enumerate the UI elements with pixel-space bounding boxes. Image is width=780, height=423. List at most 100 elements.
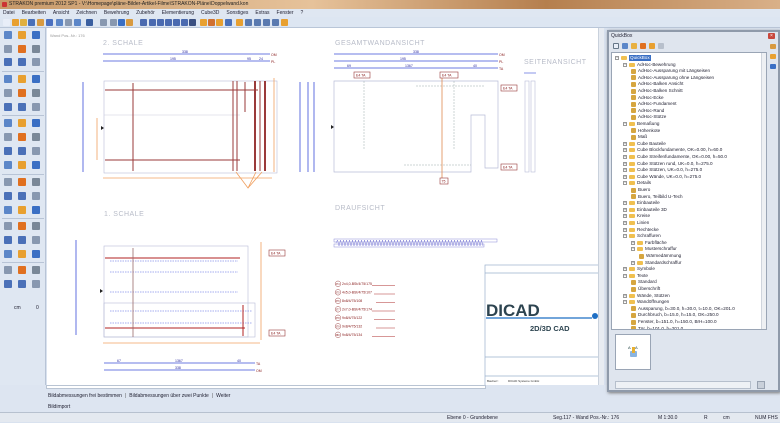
select-cross-icon[interactable] bbox=[281, 19, 288, 26]
paste-icon[interactable] bbox=[126, 19, 133, 26]
menu-item[interactable]: ? bbox=[300, 10, 304, 16]
zoom-previous-icon[interactable] bbox=[165, 19, 172, 26]
tree-item[interactable]: AdHoc-Rand bbox=[631, 108, 664, 114]
snap-point-icon[interactable] bbox=[208, 19, 215, 26]
surface-icon[interactable] bbox=[18, 192, 26, 200]
collapse-icon[interactable]: − bbox=[631, 247, 635, 252]
ruler-icon[interactable] bbox=[32, 280, 40, 288]
plot-icon[interactable] bbox=[32, 222, 40, 230]
door-icon[interactable] bbox=[32, 119, 40, 127]
print-icon[interactable] bbox=[65, 19, 72, 26]
save-icon[interactable] bbox=[28, 19, 35, 26]
menu-item[interactable]: Elementierung bbox=[161, 10, 195, 16]
save-as-icon[interactable] bbox=[37, 19, 44, 26]
open-folder-icon[interactable] bbox=[20, 19, 27, 26]
collapse-icon[interactable]: − bbox=[623, 181, 627, 186]
fill-icon[interactable] bbox=[32, 103, 40, 111]
line-icon[interactable] bbox=[32, 75, 40, 83]
tree-item[interactable]: −QuickBox bbox=[615, 55, 651, 61]
tree-item[interactable]: AdHoc-Stütze bbox=[631, 114, 666, 120]
folder-up-icon[interactable] bbox=[649, 43, 655, 49]
command-input[interactable] bbox=[46, 385, 486, 389]
height-dimension-icon[interactable] bbox=[18, 89, 26, 97]
rectangle-icon[interactable] bbox=[18, 75, 26, 83]
zoom-all-icon[interactable] bbox=[173, 19, 180, 26]
tree-item[interactable]: AdHoc-Balken Ansicht bbox=[631, 81, 683, 87]
collapse-icon[interactable]: − bbox=[623, 300, 627, 305]
open-folder-icon[interactable] bbox=[631, 43, 637, 49]
expand-icon[interactable]: + bbox=[623, 168, 627, 173]
view-draufsicht[interactable] bbox=[333, 238, 498, 248]
save-icon[interactable] bbox=[757, 381, 765, 389]
menu-item[interactable]: Datei bbox=[3, 10, 15, 16]
drawing-canvas[interactable]: Wand Pos.-Nr.: 176 2. SCHALE GESAMTWANDA… bbox=[47, 28, 604, 385]
select-icon[interactable] bbox=[236, 19, 243, 26]
new-icon[interactable] bbox=[613, 43, 619, 49]
chart-icon[interactable] bbox=[4, 266, 12, 274]
view-icon[interactable] bbox=[4, 206, 12, 214]
collapse-icon[interactable]: − bbox=[623, 273, 627, 278]
tree-item[interactable]: Aussparung, b=30.0, h=30.0, t=10.0, OK=2… bbox=[631, 306, 735, 312]
expand-icon[interactable]: + bbox=[623, 227, 627, 232]
zoom-in-icon[interactable] bbox=[140, 19, 147, 26]
sheet-icon[interactable] bbox=[18, 222, 26, 230]
tree-item[interactable]: +Cube Blockfundamente, OK=0.00, h=60.0 bbox=[623, 147, 722, 153]
expand-icon[interactable]: + bbox=[631, 240, 635, 245]
insert-icon[interactable] bbox=[770, 44, 776, 49]
title-block-icon[interactable] bbox=[18, 236, 26, 244]
tree-item[interactable]: +Standardschraffur bbox=[631, 260, 681, 266]
pen-icon[interactable] bbox=[4, 45, 12, 53]
tree-item[interactable]: +Cube Stützen, UK=0.0, h=275.0 bbox=[623, 167, 702, 173]
tree-item[interactable]: −Musterschraffur bbox=[631, 246, 677, 252]
image-icon[interactable] bbox=[4, 250, 12, 258]
tree-item[interactable]: −Wandöffnungen bbox=[623, 299, 669, 305]
solid-icon[interactable] bbox=[4, 192, 12, 200]
menu-item[interactable]: Fenster bbox=[276, 10, 294, 16]
quickbox-input[interactable] bbox=[615, 381, 751, 389]
import-icon[interactable] bbox=[4, 236, 12, 244]
render-icon[interactable] bbox=[18, 206, 26, 214]
tree-item[interactable]: +Einbauteile 3D bbox=[623, 207, 667, 213]
snap-icon[interactable] bbox=[200, 19, 207, 26]
deselect-icon[interactable] bbox=[263, 19, 270, 26]
copy-element-icon[interactable] bbox=[4, 58, 12, 66]
select-all-icon[interactable] bbox=[254, 19, 261, 26]
expand-icon[interactable]: + bbox=[631, 260, 635, 265]
tree-item[interactable]: Durchbruch, b=15.0, h=15.0, OK=250.0 bbox=[631, 312, 719, 318]
collapse-icon[interactable]: − bbox=[623, 62, 627, 67]
tree-item[interactable]: +Symbole bbox=[623, 266, 655, 272]
arrow-right-icon[interactable] bbox=[770, 64, 776, 69]
collapse-icon[interactable]: − bbox=[623, 234, 627, 239]
column-icon[interactable] bbox=[4, 147, 12, 155]
print-preview-icon[interactable] bbox=[56, 19, 63, 26]
zoom-fit-icon[interactable] bbox=[181, 19, 188, 26]
collapse-icon[interactable]: − bbox=[615, 56, 619, 60]
hatch-icon[interactable] bbox=[4, 103, 12, 111]
tree-item[interactable]: −Bemaßung bbox=[623, 121, 659, 127]
tree-item[interactable]: −Texte bbox=[623, 273, 648, 279]
tree-item[interactable]: +Cube Streifenfundamente, OK=0.00, h=50.… bbox=[623, 154, 727, 160]
explode-icon[interactable] bbox=[18, 45, 26, 53]
tree-item[interactable]: +Cube Wände, UK=0.0, h=275.0 bbox=[623, 174, 701, 180]
frame-icon[interactable] bbox=[32, 161, 40, 169]
zoom-out-icon[interactable] bbox=[157, 19, 164, 26]
element-icon[interactable] bbox=[18, 178, 26, 186]
collapse-icon[interactable]: − bbox=[623, 122, 627, 126]
anchor-icon[interactable] bbox=[32, 147, 40, 155]
view-seitenansicht[interactable] bbox=[524, 72, 536, 173]
expand-icon[interactable]: + bbox=[623, 214, 627, 219]
menu-item[interactable]: Zubehör bbox=[136, 10, 155, 16]
block-icon[interactable] bbox=[32, 192, 40, 200]
opening-edit-icon[interactable] bbox=[18, 133, 26, 141]
tree-item[interactable]: +Wände, Stützen bbox=[623, 293, 670, 299]
undo-icon[interactable] bbox=[100, 19, 107, 26]
slab-icon[interactable] bbox=[4, 178, 12, 186]
tree-item[interactable]: −AdHoc-Bewehrung bbox=[623, 62, 676, 68]
tree-item[interactable]: Tür, b=101.0, h=201.0 bbox=[631, 326, 683, 329]
database-icon[interactable] bbox=[46, 19, 53, 26]
tree-item[interactable]: AdHoc-Balken Schnitt bbox=[631, 88, 683, 94]
redo-icon[interactable] bbox=[110, 19, 117, 26]
tree-item[interactable]: Standard bbox=[631, 279, 657, 285]
zoom-window-icon[interactable] bbox=[149, 19, 156, 26]
continue-button[interactable]: Weiter bbox=[216, 393, 231, 399]
